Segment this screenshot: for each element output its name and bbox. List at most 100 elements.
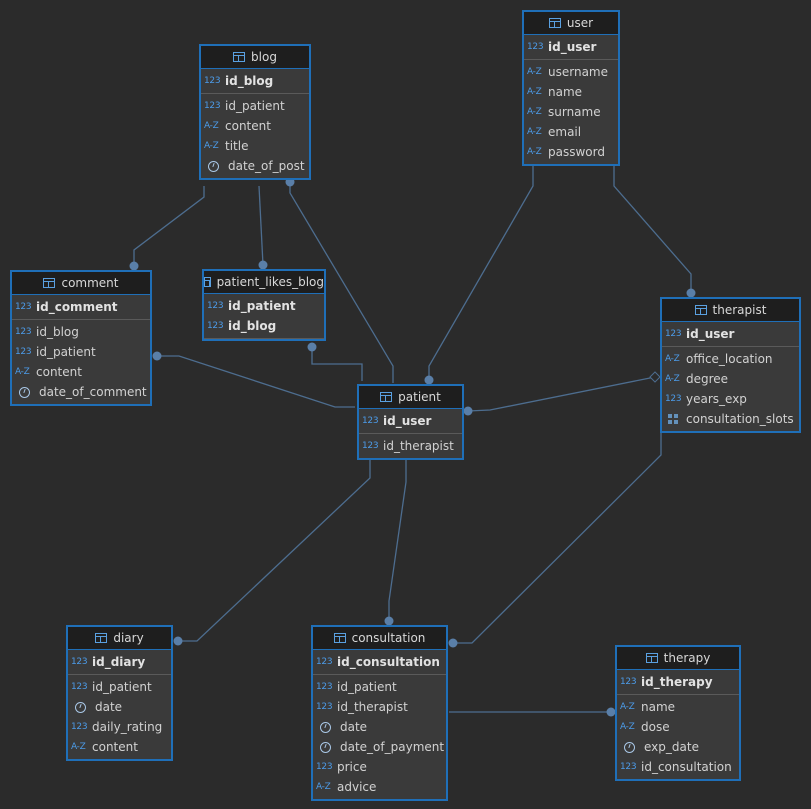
table-header[interactable]: therapy	[617, 647, 739, 670]
table-name: therapy	[663, 651, 711, 665]
relationship-line	[453, 431, 662, 644]
column-name: price	[337, 760, 367, 774]
relationship-line	[258, 185, 264, 266]
column-row[interactable]: consultation_slots	[662, 409, 799, 429]
numeric-type-icon: 123	[362, 441, 379, 451]
relationship-blog-patient_likes_blog[interactable]	[258, 185, 268, 270]
relationship-therapist-consultation[interactable]	[448, 431, 662, 648]
relationship-patient-comment[interactable]	[152, 351, 356, 408]
table-header[interactable]: blog	[201, 46, 309, 69]
table-header[interactable]: therapist	[662, 299, 799, 322]
relationship-therapist-patient[interactable]	[463, 371, 661, 416]
relationship-endpoint-dot	[129, 261, 139, 271]
table-name: patient	[398, 390, 441, 404]
relationship-line	[311, 347, 363, 381]
column-row[interactable]: 123 id_therapist	[359, 436, 462, 456]
column-name: id_diary	[92, 655, 146, 669]
relationship-blog-comment[interactable]	[129, 186, 205, 271]
relationship-endpoint-dot	[463, 406, 473, 416]
relationship-diamond-marker	[649, 371, 661, 383]
relationship-patient-patient_likes_blog[interactable]	[307, 342, 363, 382]
relationship-user-patient[interactable]	[424, 163, 534, 385]
table-header[interactable]: patient	[359, 386, 462, 409]
column-name: name	[548, 85, 583, 99]
relationship-consultation-therapy[interactable]	[449, 707, 616, 717]
relationship-patient-diary[interactable]	[173, 459, 371, 646]
numeric-type-icon: 123	[620, 762, 637, 772]
table-header[interactable]: consultation	[313, 627, 446, 650]
table-header[interactable]: patient_likes_blog	[204, 271, 324, 294]
relationship-endpoint-dot	[152, 351, 162, 361]
relationship-line	[428, 163, 534, 380]
numeric-type-icon: 123	[207, 301, 224, 311]
numeric-type-icon: 123	[71, 722, 88, 732]
column-row[interactable]: date_of_payment	[313, 737, 446, 757]
column-name: id_patient	[92, 680, 152, 694]
relationship-patient-consultation[interactable]	[384, 459, 407, 626]
relationship-endpoint-dot	[307, 342, 317, 352]
column-name: id_therapist	[383, 439, 454, 453]
string-type-icon: A-Z	[204, 141, 219, 151]
column-row[interactable]: exp_date	[617, 737, 739, 757]
numeric-type-icon: 123	[665, 329, 682, 339]
column-name: id_patient	[337, 680, 397, 694]
table-name: therapist	[712, 303, 767, 317]
column-row[interactable]: date_of_post	[201, 156, 309, 176]
relationship-user-therapist[interactable]	[613, 163, 696, 298]
column-name: exp_date	[644, 740, 699, 754]
column-row[interactable]: date_of_comment	[12, 382, 150, 402]
column-name: office_location	[686, 352, 773, 366]
column-name: id_patient	[36, 345, 96, 359]
numeric-type-icon: 123	[15, 327, 32, 337]
table-header[interactable]: comment	[12, 272, 150, 295]
column-row[interactable]: date	[68, 697, 171, 717]
numeric-type-icon: 123	[316, 657, 333, 667]
column-row[interactable]: date	[313, 717, 446, 737]
table-header[interactable]: user	[524, 12, 618, 35]
table-header[interactable]: diary	[68, 627, 171, 650]
